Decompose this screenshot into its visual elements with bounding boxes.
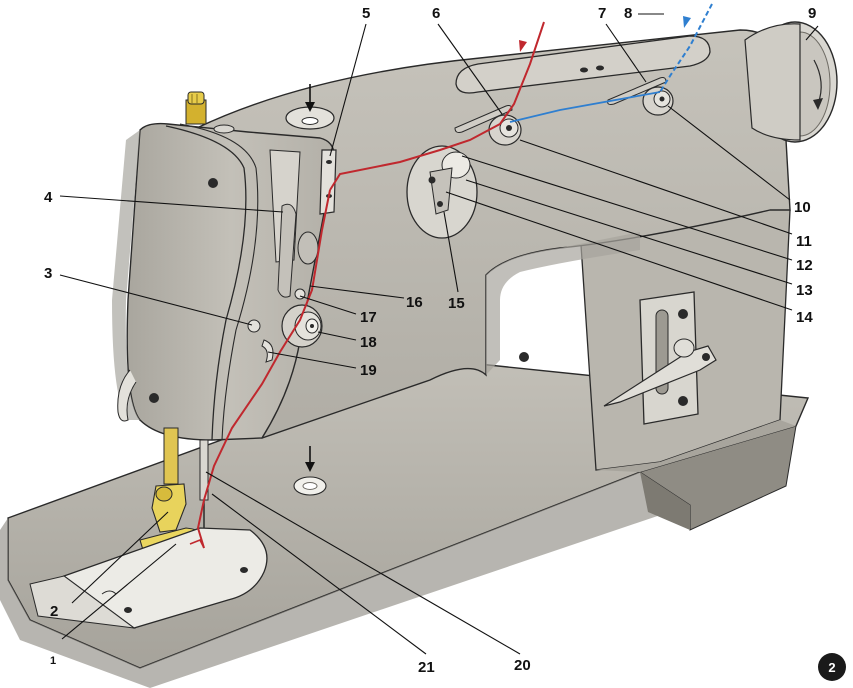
thread-path	[189, 3, 713, 549]
label-15: 15	[448, 295, 465, 312]
leader-lines	[59, 13, 819, 655]
label-18: 18	[360, 334, 377, 351]
label-1: 1	[50, 655, 56, 667]
callout-labels: 1 2 3 4 5 6 7 8 9 10 11 12 13 14 15 16 1…	[44, 5, 816, 676]
upper-tension-6	[488, 114, 522, 146]
needle-plate	[29, 527, 268, 629]
label-11: 11	[796, 233, 812, 250]
needle-bar-mechanism	[269, 149, 337, 298]
label-2: 2	[50, 603, 58, 620]
upper-tension-10	[642, 86, 674, 116]
arrow-down-icon	[305, 84, 315, 112]
round-cover-15	[406, 145, 478, 239]
label-16: 16	[406, 294, 423, 311]
label-21: 21	[418, 659, 435, 676]
label-13: 13	[796, 282, 813, 299]
handwheel	[744, 21, 838, 143]
label-7: 7	[598, 5, 606, 22]
label-19: 19	[360, 362, 377, 379]
face-guides	[247, 288, 306, 363]
label-9: 9	[808, 5, 816, 22]
label-12: 12	[796, 257, 813, 274]
label-4: 4	[44, 189, 53, 206]
bed-oil-hole	[293, 476, 327, 496]
label-17: 17	[360, 309, 377, 326]
label-10: 10	[794, 199, 811, 216]
label-6: 6	[432, 5, 440, 22]
label-5: 5	[362, 5, 370, 22]
lower-tension-18	[281, 304, 323, 348]
arrow-down-icon	[305, 446, 315, 472]
side-lever-plate	[603, 291, 717, 425]
page-badge-number: 2	[828, 660, 835, 675]
label-14: 14	[796, 309, 813, 326]
page-badge: 2	[818, 653, 846, 681]
spool-pin	[185, 91, 235, 134]
label-20: 20	[514, 657, 531, 674]
presser-bar	[163, 427, 209, 546]
label-3: 3	[44, 265, 52, 282]
side-hook	[117, 369, 137, 422]
label-8: 8	[624, 5, 632, 22]
thread-guides	[454, 77, 667, 133]
